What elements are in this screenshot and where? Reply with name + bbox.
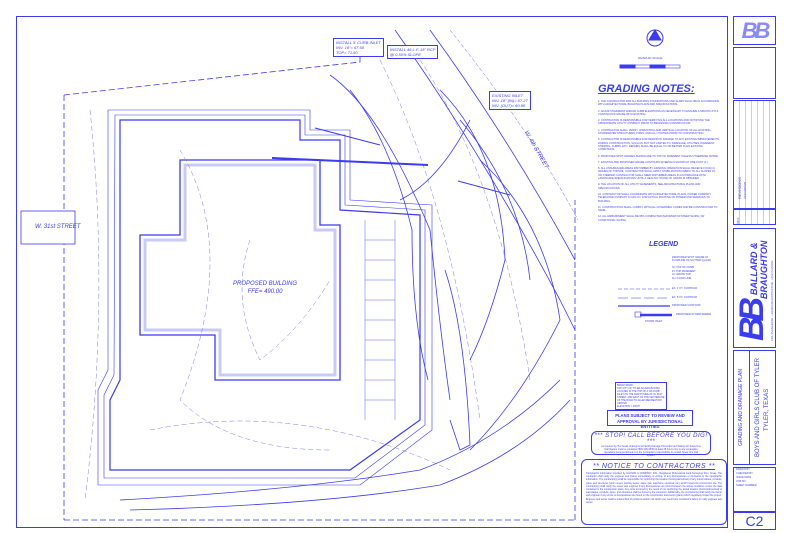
- callout-leader: [314, 127, 511, 196]
- grading-notes: 1. THE CONTRACTOR FOR ALL BUILDING FOUND…: [598, 100, 720, 225]
- grading-note: 1. THE CONTRACTOR FOR ALL BUILDING FOUND…: [598, 100, 720, 107]
- callout-line: TOP= 71.50: [336, 50, 358, 55]
- grading-note: 12. ALL EMBANKMENT SHALL BE 95% COMPACTE…: [598, 215, 705, 222]
- grading-note: 10. CONTRACTOR SHALL COORDINATE WITH ARC…: [598, 192, 712, 203]
- building-hatch: [143, 163, 337, 377]
- property-line: [63, 45, 576, 521]
- callout-line: INV. (OUT)= 60.80: [492, 103, 526, 108]
- street-label-w31st: W. 31st STREET: [35, 224, 81, 230]
- revisions-table: REVISIONS DESCRIPTION: [733, 100, 776, 209]
- firm-name-line2: BRAUGHTON: [759, 240, 769, 299]
- legend-item: G= GRATE TOP: [672, 273, 691, 276]
- field-sheet-number: SHEET NUMBER: [736, 484, 757, 487]
- date-label: DATE: [737, 217, 740, 224]
- project-title-block: GRADING AND DRAINAGE PLAN BOYS AND GIRLS…: [733, 350, 776, 465]
- street-edge: [429, 29, 576, 261]
- stop-body: As required by The Texas Underground Fac…: [601, 445, 701, 457]
- street-centerline: [449, 29, 579, 221]
- grading-note: 3. CONTRACTOR IS RESPONSIBLE FOR VERIFYI…: [598, 119, 710, 126]
- firm-block: BB BALLARD & BRAUGHTON CIVIL ENGINEERING…: [733, 228, 776, 348]
- parking-curb: [97, 109, 433, 486]
- building-ffe: FFE= 490.00: [247, 289, 283, 295]
- callout-line: INV. 18" (IN)= 67.27: [492, 98, 528, 103]
- firm-logo-large: BB: [733, 301, 771, 341]
- graphic-scale-bar: [619, 64, 681, 69]
- sheet-title: GRADING AND DRAINAGE PLAN: [738, 369, 744, 446]
- parking-lot: [109, 119, 421, 471]
- firm-logo-small: BB: [733, 16, 776, 45]
- field-issue-date: ISSUE DATE: [736, 476, 752, 479]
- callout-line: INSTALL 5' CURB INLET: [336, 40, 381, 45]
- legend-item: PROPOSED STORM SEWER: [676, 313, 711, 316]
- revisions-label: REVISIONS: [737, 177, 742, 199]
- sheet-info-block: DRAWN BY CHECKED BY ISSUE DATE JOB NO. S…: [733, 467, 776, 512]
- notice-body: Topographic information provided by ALLI…: [586, 472, 722, 504]
- existing-inlet-callout: EXISTING INLET INV. 18" (IN)= 67.27 INV.…: [489, 91, 531, 110]
- parking-stalls: [364, 220, 396, 420]
- firm-name-line1: BALLARD &: [749, 242, 759, 296]
- grading-note: 2. ADJUST PAVEMENT AND/OR CURB ELEVATION…: [598, 109, 719, 116]
- project-name: BOYS AND GIRLS CLUB OF TYLER: [755, 358, 761, 457]
- call-before-you-dig-box: *** STOP! CALL BEFORE YOU DIG! *** As re…: [591, 431, 711, 457]
- field-job-no: JOB NO.: [736, 480, 747, 483]
- curb-inlet-callout: INSTALL 5' CURB INLET INV. 18"= 67.50 TO…: [333, 38, 384, 57]
- graphic-scale-label: GRAPHIC SCALE: [638, 56, 663, 60]
- project-location: TYLER, TEXAS: [764, 388, 770, 431]
- grading-note: 5. CONTRACTOR IS RESPONSIBLE FOR REPAIR …: [598, 138, 719, 152]
- field-checked-by: CHECKED BY: [736, 472, 753, 475]
- grading-note: 4. CONTRACTOR SHALL VERIFY HORIZONTAL AN…: [598, 128, 711, 136]
- field-drawn-by: DRAWN BY: [736, 468, 750, 471]
- revisions-date-row: DATE: [733, 209, 776, 225]
- callout-line: INV. 18"= 67.50: [336, 45, 364, 50]
- description-label: DESCRIPTION: [744, 181, 747, 199]
- callout-line: INSTALL 46 L.F. 18" RCP: [390, 47, 436, 52]
- storm-sewer: [271, 157, 429, 166]
- legend-item: FL= FLOW LINE: [672, 276, 692, 280]
- legend-item: P= TOP PAVEMENT: [672, 269, 696, 273]
- grading-notes-title: GRADING NOTES:: [598, 83, 695, 95]
- legend-item: EX. 1' FT. CONTOUR: [672, 287, 697, 290]
- proposed-contours: [119, 74, 571, 511]
- grading-note: 8. ALL UNSURFACED AREAS DISTURBED BY GRA…: [598, 167, 716, 181]
- firm-tagline: CIVIL ENGINEERING · LANDSCAPE ARCHITECTU…: [771, 260, 774, 341]
- notice-to-contractors-box: ** NOTICE TO CONTRACTORS ** Topographic …: [581, 459, 727, 525]
- callout-line: EXISTING INLET: [492, 93, 524, 98]
- title-block-blank: [733, 47, 776, 99]
- legend-item: PROPOSED SPOT GRADE AT FLOWLINE OF GUTTE…: [672, 256, 711, 262]
- building-label: PROPOSED BUILDING FFE= 490.00: [225, 280, 305, 296]
- building-outline: [139, 159, 341, 381]
- w31st-street: [20, 210, 76, 245]
- existing-contours: [84, 59, 531, 501]
- legend-item: EX. 5' FT. CONTOUR: [672, 296, 697, 299]
- street-edge: [394, 29, 576, 331]
- title-divider: [749, 351, 750, 464]
- benchmark-text: TOP CITY OF TYLER ALUMINUM DISC LOCATED …: [617, 387, 665, 405]
- benchmark-elevation: ELEVATION = 490.87: [617, 405, 641, 408]
- north-arrow-head: [648, 29, 662, 41]
- legend-samples: [618, 288, 672, 318]
- callout-line: @ 0.50% SLOPE: [390, 52, 421, 57]
- legend-title: LEGEND: [649, 241, 679, 248]
- sheet-number: C2: [733, 512, 776, 530]
- review-line: APPROVAL BY JURISDICTIONAL ENTITIES: [616, 418, 684, 430]
- rcp-callout: INSTALL 46 L.F. 18" RCP @ 0.50% SLOPE: [387, 45, 439, 59]
- parking-curb: [103, 114, 426, 479]
- building-name: PROPOSED BUILDING: [232, 281, 297, 287]
- grading-note: 11. CONSTRUCTION SHALL COMPLY WITH ALL G…: [598, 205, 718, 213]
- review-note: PLANS SUBJECT TO REVIEW AND APPROVAL BY …: [607, 410, 693, 429]
- grading-note: 6. PROPOSED SPOT GRADES SHOWN ARE TO TOP…: [598, 154, 719, 158]
- legend-item: PROPOSED CONTOUR: [672, 304, 701, 307]
- legend-item: G= TOP OF CURB: [672, 266, 694, 269]
- benchmark-title: BENCH MARK:: [617, 384, 634, 387]
- stop-title: *** STOP! CALL BEFORE YOU DIG! ***: [594, 433, 708, 445]
- grading-note: 9. THE LOCATION OF ALL UTILITY EASEMENTS…: [598, 183, 701, 190]
- notice-title: ** NOTICE TO CONTRACTORS **: [592, 463, 716, 470]
- benchmark-note: BENCH MARK: TOP CITY OF TYLER ALUMINUM D…: [615, 382, 667, 410]
- review-line: PLANS SUBJECT TO REVIEW AND: [615, 413, 685, 418]
- grading-note: 7. EXISTING AND PROPOSED GRADE CONTOURS …: [598, 160, 709, 164]
- drawing-border: [16, 16, 728, 528]
- legend-item: STORM INLET: [645, 320, 663, 323]
